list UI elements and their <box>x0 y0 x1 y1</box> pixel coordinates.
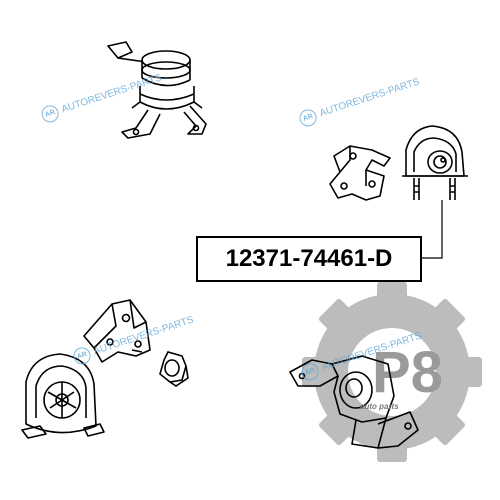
mount-target-icon <box>402 125 468 200</box>
mount-round-icon <box>21 353 105 439</box>
mount-cylindrical-icon <box>107 41 207 139</box>
brand-mark: P8 <box>372 340 443 405</box>
mount-bushing-icon <box>159 351 189 387</box>
mount-bracket-arm-icon <box>83 299 151 363</box>
leader-line <box>422 200 443 259</box>
mount-bracket-block-icon <box>329 145 391 201</box>
part-number-label: 12371-74461-D <box>196 236 422 282</box>
brand-subtitle: auto parts <box>360 402 399 411</box>
brand-gear-icon <box>302 282 482 462</box>
mount-large-bracket-icon <box>289 355 419 449</box>
